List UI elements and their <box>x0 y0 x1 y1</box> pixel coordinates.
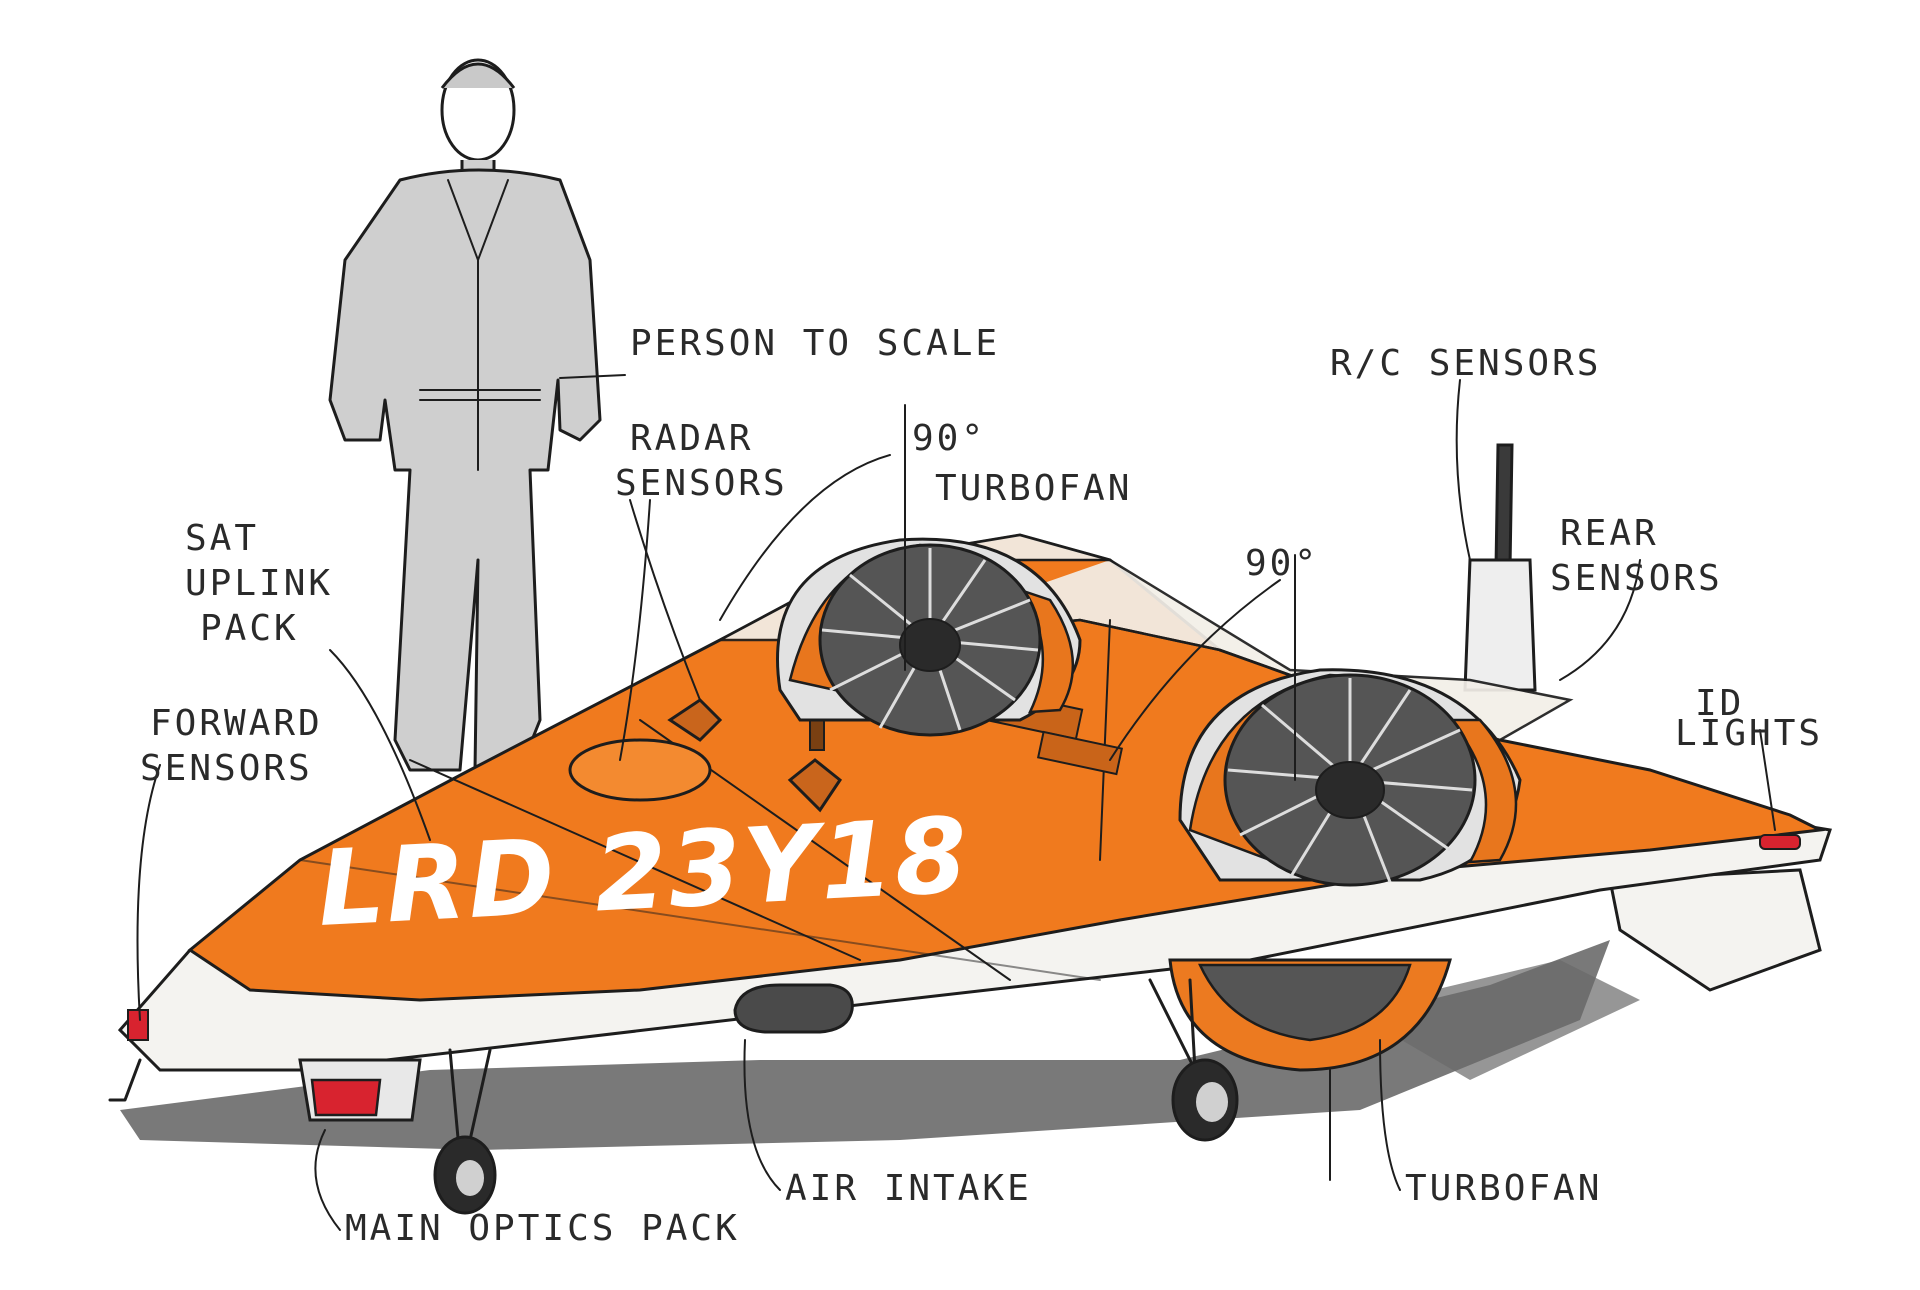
label-turbofan-rear-angle: 90° <box>1245 543 1319 584</box>
label-id-lights-2: LIGHTS <box>1675 713 1823 754</box>
id-light-front <box>127 1009 149 1041</box>
rc-antenna <box>1463 443 1537 692</box>
label-radar-sensors-1: RADAR <box>630 418 753 459</box>
main-optics-pack <box>298 1058 422 1122</box>
label-forward-sensors-2: SENSORS <box>140 748 313 789</box>
label-main-optics-pack: MAIN OPTICS PACK <box>345 1208 740 1249</box>
label-turbofan-top-angle: 90° <box>912 418 986 459</box>
turbofan-rear <box>1178 668 1522 887</box>
air-intake <box>733 983 854 1034</box>
id-light-rear <box>1759 834 1801 850</box>
landing-gear-front <box>433 1048 497 1215</box>
label-air-intake: AIR INTAKE <box>785 1168 1032 1209</box>
person-figure <box>328 58 602 772</box>
label-sat-uplink-1: SAT <box>185 518 259 559</box>
landing-gear-rear <box>1148 978 1239 1142</box>
sat-uplink-dome <box>568 738 712 802</box>
label-forward-sensors-1: FORWARD <box>150 703 323 744</box>
label-sat-uplink-2: UPLINK <box>185 563 333 604</box>
label-turbofan-bottom: TURBOFAN <box>1405 1168 1602 1209</box>
label-rear-sensors-1: REAR <box>1560 513 1659 554</box>
dorsal-vent-2 <box>1036 730 1124 776</box>
radar-sensor-bumps <box>667 698 843 813</box>
nose-probe <box>108 1058 142 1102</box>
label-radar-sensors-2: SENSORS <box>615 463 788 504</box>
label-turbofan-top: TURBOFAN <box>935 468 1132 509</box>
label-sat-uplink-3: PACK <box>200 608 299 649</box>
turbofan-front <box>776 537 1082 737</box>
tail-elevon <box>1608 868 1822 992</box>
label-id-lights-1: ID <box>1695 683 1744 724</box>
leader-lines <box>136 374 1776 1231</box>
label-person-to-scale: PERSON TO SCALE <box>630 323 1000 364</box>
label-rear-sensors-2: SENSORS <box>1550 558 1723 599</box>
label-rc-sensors: R/C SENSORS <box>1330 343 1601 384</box>
ground-shadow-rear <box>1350 960 1640 1080</box>
